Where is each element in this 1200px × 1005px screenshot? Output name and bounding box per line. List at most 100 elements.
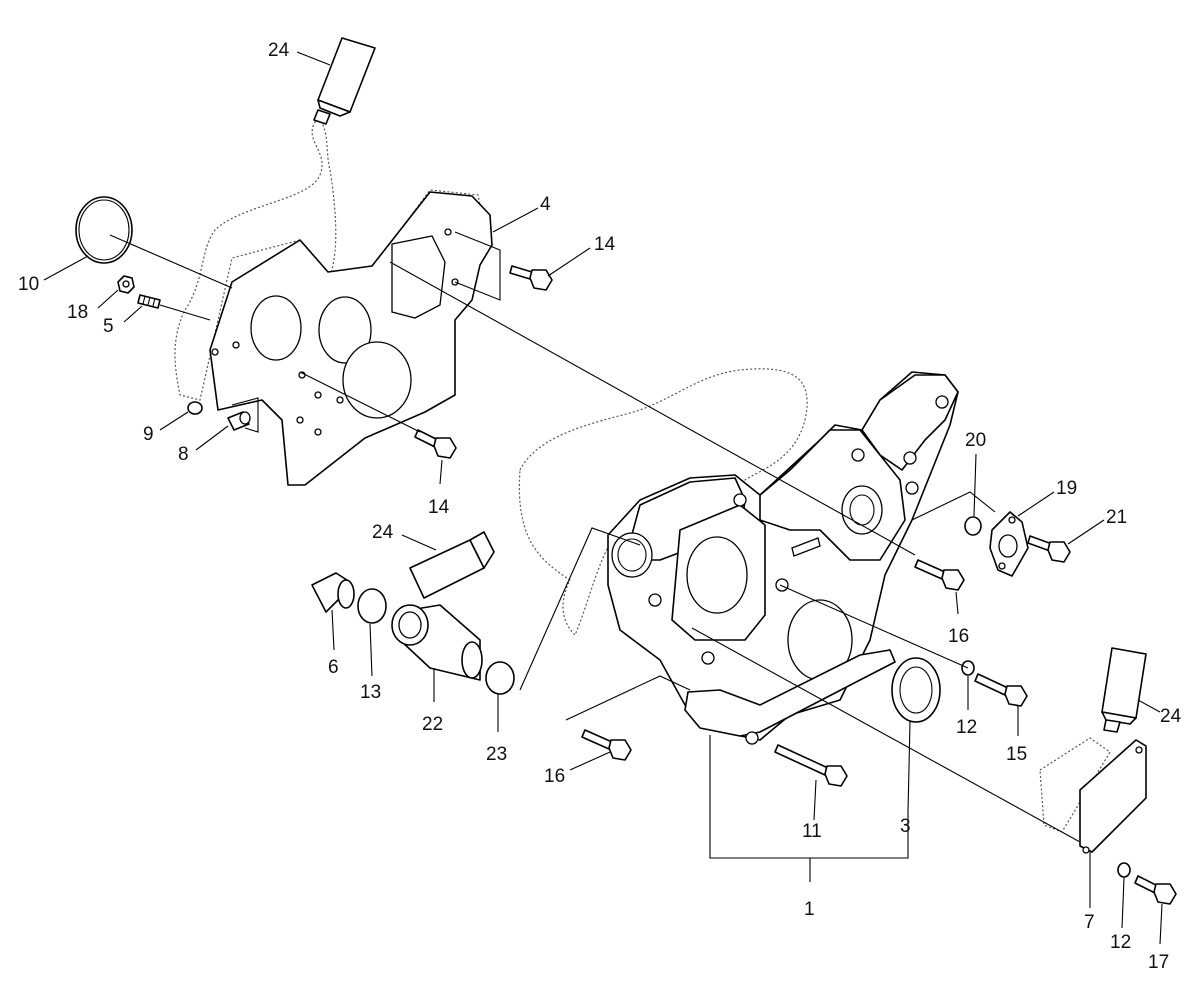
plate-hole-large-right <box>342 341 412 419</box>
bracket-4 <box>454 231 501 301</box>
housing-bolt-hole <box>905 481 919 495</box>
plate-bolt-hole <box>314 428 322 436</box>
callout-12-lower: 12 <box>1110 932 1131 953</box>
housing-bolt-hole <box>851 448 865 462</box>
callout-5: 5 <box>103 316 114 337</box>
axis-line-seal <box>779 584 969 669</box>
callout-4: 4 <box>540 194 551 215</box>
drain-plug <box>311 572 355 613</box>
leader-21 <box>1067 519 1105 545</box>
leader-16a <box>955 591 959 615</box>
callout-10: 10 <box>18 274 39 295</box>
plate-bolt-hole <box>211 348 219 356</box>
flange-bolt-15 <box>974 673 1028 707</box>
callout-8: 8 <box>178 444 189 465</box>
housing-mount-bracket <box>861 374 959 471</box>
callout-18: 18 <box>67 302 88 323</box>
axis-line-plate-lower <box>299 371 421 433</box>
plate-bolt-hole <box>314 391 322 399</box>
housing-bolt-hole <box>701 651 715 665</box>
housing-bolt-hole <box>903 451 917 465</box>
sealant-tube-top <box>313 37 376 125</box>
leader-12b <box>1121 877 1125 929</box>
flange-bolt-lower-16 <box>581 729 632 761</box>
callout-7: 7 <box>1084 912 1095 933</box>
flange-bolt-17 <box>1134 875 1177 905</box>
callout-13: 13 <box>360 682 381 703</box>
leader-24a <box>296 51 331 66</box>
callout-24-middle: 24 <box>372 522 394 543</box>
leader-18 <box>97 289 119 309</box>
leader-14a <box>547 247 591 277</box>
leader-17 <box>1159 903 1163 945</box>
bracket-8 <box>231 397 259 433</box>
o-ring-13 <box>357 588 387 624</box>
plate-hole-large-left <box>250 295 302 361</box>
leader-24c <box>1137 699 1161 713</box>
housing-bolt-hole <box>733 493 747 507</box>
outlet-flange-hole <box>1008 516 1016 524</box>
housing-bolt-hole <box>648 593 662 607</box>
callout-9: 9 <box>143 424 154 445</box>
leader-3 <box>907 721 911 813</box>
flange-bolt-right-16 <box>914 559 965 591</box>
callout-23: 23 <box>486 744 507 765</box>
leader-24b <box>401 534 437 551</box>
o-ring-large-inner <box>78 199 130 261</box>
sealant-bead-upper <box>174 117 486 401</box>
flange-bolt-21 <box>1027 535 1071 563</box>
bracket-tube-to-housing <box>519 527 641 691</box>
callout-24-top: 24 <box>268 40 290 61</box>
callout-22: 22 <box>422 714 443 735</box>
axis-line-stud <box>159 304 211 321</box>
callout-12-upper: 12 <box>956 717 977 738</box>
housing-bolt-hole <box>745 731 759 745</box>
sealant-tube-right <box>1101 647 1147 733</box>
leader-16b <box>569 751 611 771</box>
housing-bore-pump <box>686 536 748 614</box>
callout-6: 6 <box>328 657 339 678</box>
cover-plate-hole <box>1082 846 1090 854</box>
callout-15: 15 <box>1006 744 1027 765</box>
axis-line-plate-to-housing <box>389 261 916 556</box>
leader-8 <box>195 425 229 451</box>
callout-20: 20 <box>965 430 986 451</box>
leader-6 <box>331 609 335 651</box>
crank-oil-seal-inner <box>899 666 933 714</box>
callout-16-lower: 16 <box>544 766 565 787</box>
hex-nut-bore <box>122 280 130 288</box>
plate-bolt-hole <box>336 396 344 404</box>
callout-19: 19 <box>1056 478 1077 499</box>
plate-opening-window <box>391 235 446 319</box>
outlet-flange-bore <box>998 534 1018 558</box>
axis-line-o-ring <box>109 234 233 289</box>
outlet-flange-hole <box>998 562 1006 570</box>
housing-port-left-inner <box>617 538 647 572</box>
housing-slot <box>791 537 821 557</box>
housing-bore-upper <box>841 485 883 535</box>
leader-13 <box>369 623 373 677</box>
stud-threads <box>142 295 156 307</box>
callout-3: 3 <box>900 816 911 837</box>
plate-bolt-hole <box>232 341 240 349</box>
callout-14-lower: 14 <box>428 497 450 518</box>
sealant-tube-middle <box>409 531 495 599</box>
cover-plate-hole <box>1135 746 1143 754</box>
flange-bolt-11 <box>774 744 848 787</box>
plate-hole-large-mid <box>318 296 372 364</box>
callout-17: 17 <box>1148 952 1169 973</box>
plate-bolt-hole <box>444 228 452 236</box>
leader-19 <box>1017 491 1055 517</box>
washer-12-lower <box>1117 862 1131 878</box>
cover-plate <box>1079 739 1147 853</box>
callout-1: 1 <box>804 899 815 920</box>
callout-16-right: 16 <box>948 626 969 647</box>
sealant-bead-lower <box>518 368 808 637</box>
leader-11 <box>813 779 817 821</box>
flange-bolt-mid <box>414 429 457 459</box>
leader-4 <box>492 207 539 233</box>
housing-oil-pan-rail <box>684 649 896 737</box>
o-ring-23 <box>485 661 515 695</box>
callout-11: 11 <box>802 821 822 842</box>
